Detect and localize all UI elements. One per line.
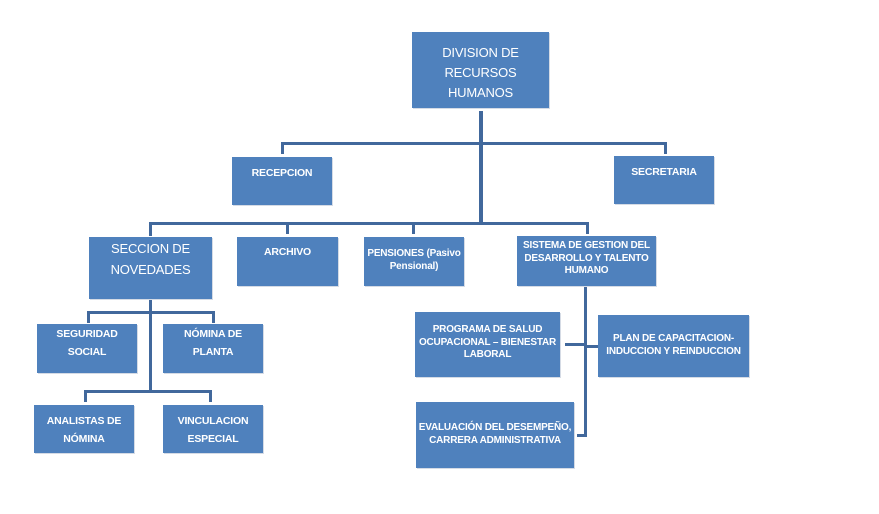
node-label: SISTEMA DE GESTION DEL bbox=[523, 240, 650, 251]
node-label: SECCION DE bbox=[111, 241, 190, 256]
node-programa-salud-ocupacional[interactable]: PROGRAMA DE SALUD OCUPACIONAL – BIENESTA… bbox=[415, 312, 560, 377]
connector-novedades-bar2 bbox=[84, 390, 212, 393]
node-vinculacion-especial[interactable]: VINCULACION ESPECIAL bbox=[163, 405, 263, 453]
connector-capacitacion-stub bbox=[584, 345, 598, 348]
node-secretaria[interactable]: SECRETARIA bbox=[614, 156, 714, 204]
node-label: Pensional) bbox=[389, 261, 439, 272]
connector-salud-stub bbox=[565, 343, 587, 346]
node-label: CARRERA ADMINISTRATIVA bbox=[429, 435, 561, 446]
node-label: ESPECIAL bbox=[187, 433, 239, 446]
node-label: NOVEDADES bbox=[110, 261, 191, 277]
node-label: PENSIONES (Pasivo bbox=[367, 248, 461, 259]
node-label: HUMANO bbox=[564, 265, 609, 276]
connector-nomina-drop bbox=[212, 311, 215, 323]
connector-seguridad-drop bbox=[87, 311, 90, 323]
connector-evaluacion-stub bbox=[577, 434, 587, 437]
node-evaluacion-desempeno[interactable]: EVALUACIÓN DEL DESEMPEÑO, CARRERA ADMINI… bbox=[416, 402, 574, 468]
node-label: ANALISTAS DE bbox=[46, 415, 122, 427]
connector-sistema-drop bbox=[586, 222, 589, 234]
node-label: EVALUACIÓN DEL DESEMPEÑO, bbox=[418, 422, 572, 433]
node-label: SECRETARIA bbox=[631, 166, 697, 178]
connector-secretaria-drop bbox=[664, 142, 667, 154]
connector-recepcion-drop bbox=[281, 142, 284, 154]
node-label: PROGRAMA DE SALUD bbox=[432, 324, 543, 335]
node-label: VINCULACION bbox=[177, 415, 249, 427]
node-label: NÓMINA DE bbox=[184, 328, 242, 340]
node-label: PLAN DE CAPACITACION- bbox=[613, 333, 734, 344]
connector-vinculacion-drop bbox=[209, 390, 212, 402]
node-seccion-novedades[interactable]: SECCION DE NOVEDADES bbox=[89, 237, 212, 299]
node-label: SOCIAL bbox=[67, 346, 107, 359]
connector-analistas-drop bbox=[84, 390, 87, 402]
connector-novedades-bar1 bbox=[87, 311, 215, 314]
node-label: RECEPCION bbox=[251, 167, 313, 179]
node-division-recursos-humanos[interactable]: DIVISION DE RECURSOS HUMANOS bbox=[412, 32, 549, 108]
node-label: SEGURIDAD bbox=[56, 328, 118, 340]
connector-level1-bar bbox=[281, 142, 667, 145]
node-archivo[interactable]: ARCHIVO bbox=[237, 237, 338, 286]
connector-level2-bar bbox=[149, 222, 589, 225]
node-label: DESARROLLO Y TALENTO bbox=[524, 252, 649, 264]
connector-novedades-down bbox=[149, 299, 152, 393]
node-label: INDUCCION Y REINDUCCION bbox=[606, 346, 741, 357]
node-label: RECURSOS HUMANOS bbox=[444, 65, 517, 101]
node-sistema-gestion-talento[interactable]: SISTEMA DE GESTION DEL DESARROLLO Y TALE… bbox=[517, 236, 656, 286]
connector-root-down bbox=[479, 111, 483, 224]
node-label: OCUPACIONAL – BIENESTAR bbox=[418, 336, 557, 348]
connector-sistema-down bbox=[584, 287, 587, 437]
node-analistas-nomina[interactable]: ANALISTAS DE NÓMINA bbox=[34, 405, 134, 453]
node-label: DIVISION DE bbox=[442, 45, 519, 60]
node-label: PLANTA bbox=[192, 346, 234, 359]
node-plan-capacitacion[interactable]: PLAN DE CAPACITACION- INDUCCION Y REINDU… bbox=[598, 315, 749, 377]
node-label: NÓMINA bbox=[63, 433, 105, 446]
connector-archivo-drop bbox=[286, 222, 289, 234]
node-recepcion[interactable]: RECEPCION bbox=[232, 157, 332, 205]
node-seguridad-social[interactable]: SEGURIDAD SOCIAL bbox=[37, 324, 137, 373]
connector-pensiones-drop bbox=[412, 222, 415, 234]
node-label: ARCHIVO bbox=[263, 246, 312, 258]
node-nomina-planta[interactable]: NÓMINA DE PLANTA bbox=[163, 324, 263, 373]
connector-novedades-drop bbox=[149, 222, 152, 236]
node-label: LABORAL bbox=[463, 349, 512, 360]
node-pensiones[interactable]: PENSIONES (Pasivo Pensional) bbox=[364, 237, 464, 286]
